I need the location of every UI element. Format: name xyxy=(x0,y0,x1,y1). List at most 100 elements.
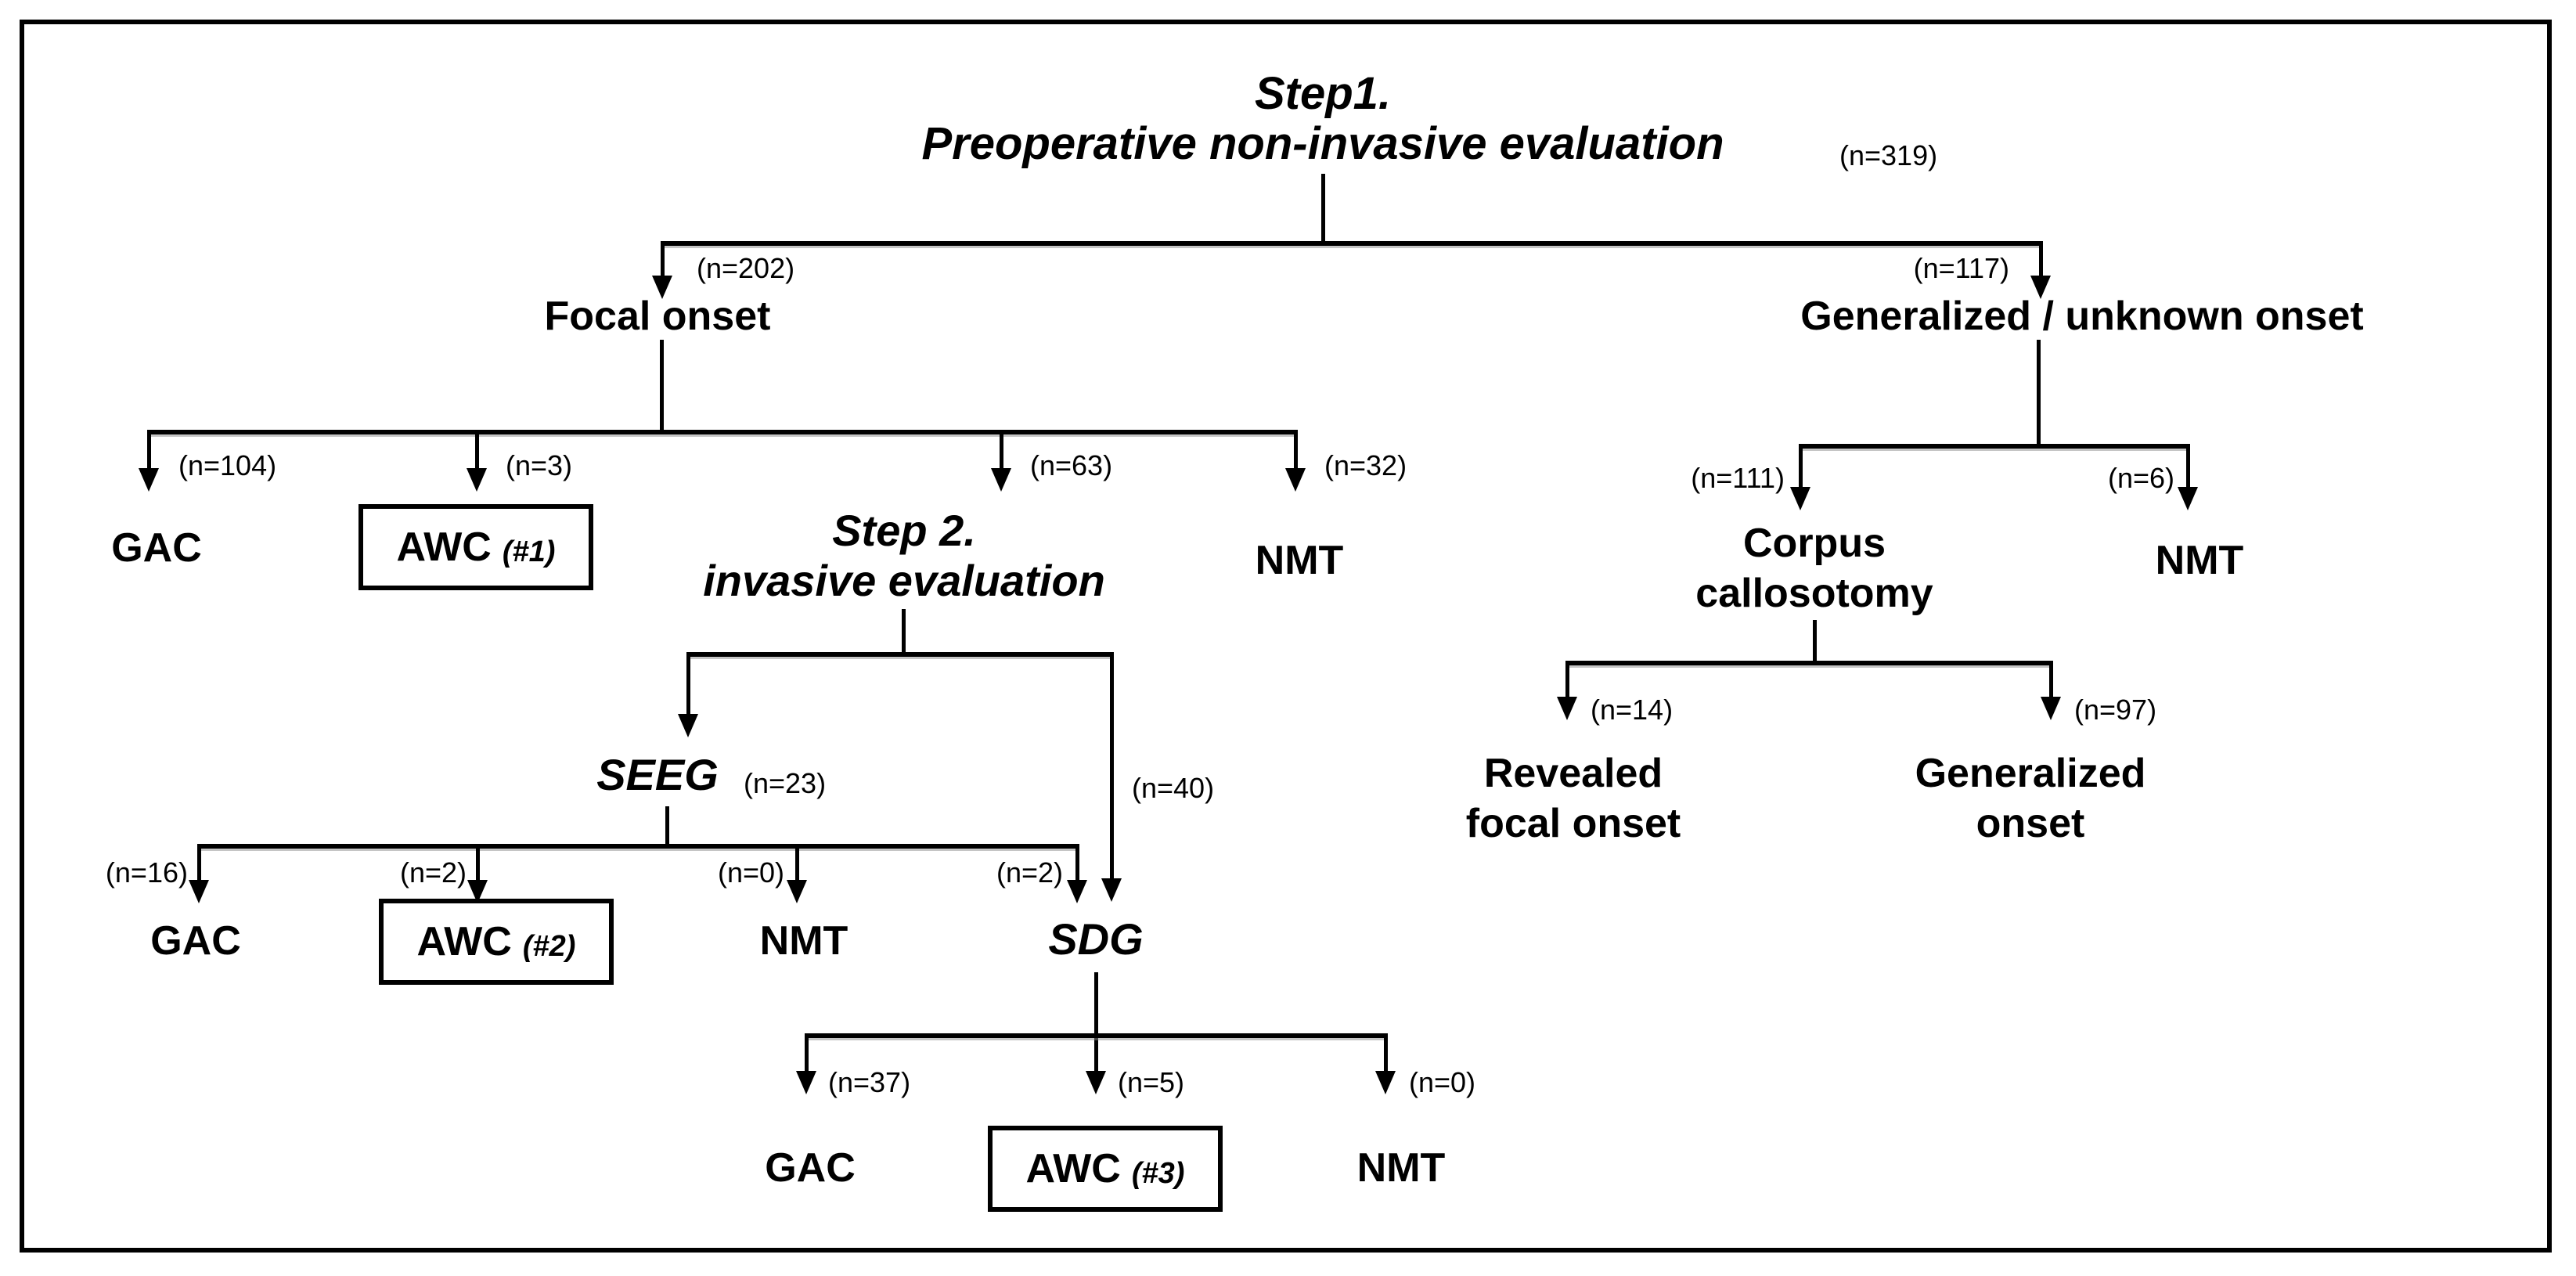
node-generalized-unknown-onset: Generalized / unknown onset xyxy=(1800,294,2364,339)
connector-line xyxy=(661,241,665,279)
awc1-tag: (#1) xyxy=(502,535,556,568)
connector-line xyxy=(1565,661,1569,698)
arrowhead-down-icon xyxy=(1101,878,1122,902)
node-nmt4: NMT xyxy=(2155,538,2244,583)
node-sdg: SDG xyxy=(1048,914,1144,964)
count-label-gac1: (n=104) xyxy=(178,449,277,481)
arrowhead-down-icon xyxy=(2030,276,2051,299)
awc2-tag: (#2) xyxy=(522,929,576,963)
connector-line xyxy=(2039,241,2043,279)
count-label-revealed: (n=14) xyxy=(1591,694,1673,726)
split-bar-corpus xyxy=(1567,661,2052,665)
arrowhead-down-icon xyxy=(1086,1071,1106,1094)
split-bar-sdg xyxy=(806,1033,1385,1038)
figure-frame xyxy=(20,20,2552,1253)
count-label-sdg-direct: (n=40) xyxy=(1132,772,1215,804)
step2-line1: Step 2. xyxy=(832,506,976,555)
step1-title-line1: Step1. xyxy=(1254,68,1392,119)
connector-line xyxy=(660,340,664,431)
connector-line xyxy=(2037,340,2041,445)
step1-title-line2: Preoperative non-invasive evaluation xyxy=(921,118,1724,169)
node-nmt2: NMT xyxy=(759,918,848,964)
arrowhead-down-icon xyxy=(1557,697,1577,720)
count-label-corpus: (n=111) xyxy=(1691,462,1785,494)
step2-line2: invasive evaluation xyxy=(703,556,1105,605)
connector-line xyxy=(197,844,201,881)
revealed-line1: Revealed xyxy=(1483,751,1663,796)
connector-line xyxy=(2186,444,2190,488)
count-label-nmt4: (n=6) xyxy=(2107,462,2174,494)
revealed-line2: focal onset xyxy=(1465,801,1681,846)
arrowhead-down-icon xyxy=(678,714,698,737)
node-awc1-box: AWC (#1) xyxy=(358,504,593,590)
arrowhead-down-icon xyxy=(139,468,159,492)
arrowhead-down-icon xyxy=(189,880,209,903)
arrowhead-down-icon xyxy=(1067,880,1087,903)
arrowhead-down-icon xyxy=(1375,1071,1396,1094)
connector-line xyxy=(1000,430,1003,470)
arrowhead-down-icon xyxy=(796,1071,816,1094)
connector-line xyxy=(686,652,690,715)
count-label-awc3: (n=5) xyxy=(1118,1066,1185,1098)
node-focal-onset: Focal onset xyxy=(544,294,771,339)
arrowhead-down-icon xyxy=(991,468,1011,492)
connector-line xyxy=(1075,844,1079,881)
connector-line xyxy=(475,430,479,470)
connector-line xyxy=(147,430,151,470)
arrowhead-down-icon xyxy=(467,468,487,492)
arrowhead-down-icon xyxy=(787,880,807,903)
connector-line xyxy=(1799,444,1803,488)
connector-line xyxy=(1384,1033,1388,1072)
node-corpus-callosotomy: Corpus callosotomy xyxy=(1619,518,2010,618)
node-nmt1: NMT xyxy=(1255,538,1344,583)
connector-line xyxy=(665,806,669,845)
node-revealed-focal-onset: Revealed focal onset xyxy=(1378,748,1769,849)
split-bar-generalized xyxy=(1800,444,2189,449)
count-label-step2: (n=63) xyxy=(1030,449,1113,481)
arrowhead-down-icon xyxy=(1285,468,1306,492)
connector-line xyxy=(1294,430,1298,470)
arrowhead-down-icon xyxy=(2041,697,2061,720)
node-step2-title: Step 2. invasive evaluation xyxy=(669,506,1139,606)
connector-line xyxy=(476,844,480,881)
count-label-gac3: (n=37) xyxy=(828,1066,911,1098)
connector-line xyxy=(2049,661,2053,698)
count-label-sdg-from-seeg: (n=2) xyxy=(996,856,1063,889)
count-label-awc2: (n=2) xyxy=(399,856,467,889)
connector-line xyxy=(1094,972,1098,1072)
count-label-gac2: (n=16) xyxy=(105,856,188,889)
awc3-tag: (#3) xyxy=(1131,1156,1185,1190)
awc2-label: AWC xyxy=(416,919,512,964)
node-nmt3: NMT xyxy=(1356,1145,1446,1191)
genonset-line2: onset xyxy=(1976,801,2085,846)
count-label-generalized: (n=117) xyxy=(1913,252,2009,284)
node-gac2: GAC xyxy=(150,918,241,964)
split-bar-level1 xyxy=(662,241,2043,246)
count-label-awc1: (n=3) xyxy=(506,449,573,481)
corpus-line2: callosotomy xyxy=(1695,571,1933,616)
count-label-generalized-onset: (n=97) xyxy=(2074,694,2157,726)
count-label-focal: (n=202) xyxy=(697,252,795,284)
split-bar-step2 xyxy=(687,652,1114,657)
split-bar-seeg xyxy=(199,844,1079,849)
count-label-nmt2: (n=0) xyxy=(717,856,784,889)
corpus-line1: Corpus xyxy=(1743,521,1886,566)
step1-count-label: (n=319) xyxy=(1839,139,1938,171)
genonset-line1: Generalized xyxy=(1915,751,2146,796)
node-gac3: GAC xyxy=(765,1145,856,1191)
arrowhead-down-icon xyxy=(652,276,672,299)
awc3-label: AWC xyxy=(1025,1146,1121,1191)
connector-trunk-line xyxy=(1321,174,1325,243)
connector-line xyxy=(805,1033,809,1072)
node-generalized-onset: Generalized onset xyxy=(1835,748,2226,849)
node-gac1: GAC xyxy=(111,525,202,571)
connector-line xyxy=(795,844,799,881)
connector-line xyxy=(902,609,906,654)
node-seeg: SEEG xyxy=(596,750,719,799)
arrowhead-down-icon xyxy=(1790,487,1810,510)
arrowhead-down-icon xyxy=(2178,487,2198,510)
count-label-nmt3: (n=0) xyxy=(1409,1066,1476,1098)
connector-line-n40 xyxy=(1110,652,1114,881)
node-awc3-box: AWC (#3) xyxy=(988,1126,1223,1212)
